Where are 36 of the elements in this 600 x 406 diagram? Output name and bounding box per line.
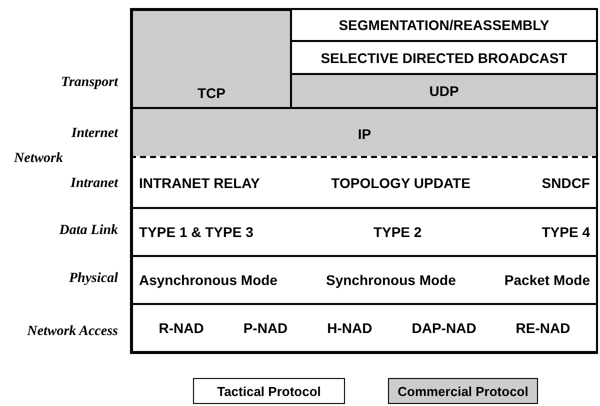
protocol-name: INTRANET RELAY xyxy=(139,174,260,190)
protocol-name: TYPE 1 & TYPE 3 xyxy=(139,224,254,240)
layer-name: Network Access xyxy=(27,324,118,340)
protocol-box xyxy=(290,73,598,109)
device-name: P-NAD xyxy=(243,320,288,336)
protocol-name: TYPE 2 xyxy=(373,224,422,240)
protocol-name: TYPE 4 xyxy=(542,224,590,240)
protocol-row xyxy=(130,255,598,305)
protocol-box xyxy=(130,8,292,109)
protocol-name: TCP xyxy=(198,85,226,101)
protocol-name: TOPOLOGY UPDATE xyxy=(331,174,470,190)
service-name: SELECTIVE DIRECTED BROADCAST xyxy=(320,50,568,66)
legend-swatch: Commercial Protocol xyxy=(388,378,538,404)
mode-name: Synchronous Mode xyxy=(326,272,456,288)
protocol-name: IP xyxy=(358,126,372,142)
layer-name: Internet xyxy=(71,126,118,142)
device-name: H-NAD xyxy=(327,320,372,336)
protocol-box xyxy=(290,8,598,42)
layer-name: Data Link xyxy=(59,223,118,239)
protocol-row xyxy=(130,156,598,209)
service-name: SEGMENTATION/REASSEMBLY xyxy=(338,17,550,33)
protocol-row xyxy=(130,303,598,354)
protocol-name: SNDCF xyxy=(542,174,590,190)
layer-name: Physical xyxy=(69,271,118,287)
protocol-row xyxy=(130,207,598,257)
device-name: DAP-NAD xyxy=(412,320,476,336)
device-name: R-NAD xyxy=(158,320,204,336)
layer-name: Transport xyxy=(60,75,118,91)
mode-name: Packet Mode xyxy=(504,272,590,288)
protocol-band xyxy=(130,107,598,158)
mode-name: Asynchronous Mode xyxy=(139,272,278,288)
legend-swatch: Tactical Protocol xyxy=(193,378,345,404)
layer-name: Intranet xyxy=(70,176,118,192)
protocol-name: UDP xyxy=(429,83,459,99)
layer-name: Network xyxy=(14,151,63,167)
device-name: RE-NAD xyxy=(516,320,570,336)
